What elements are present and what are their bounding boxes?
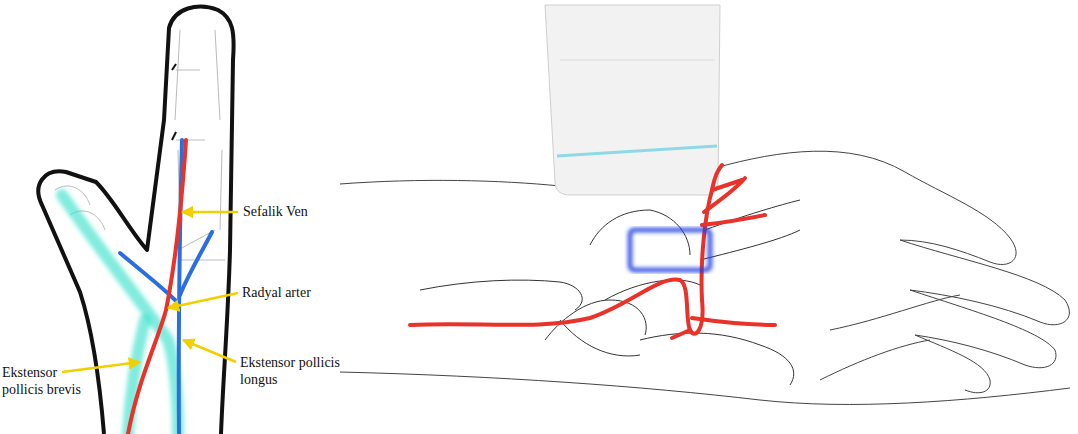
scan-area bbox=[630, 230, 710, 270]
hand-sketch bbox=[38, 7, 238, 434]
ultrasound-probe bbox=[545, 5, 720, 195]
anatomy-label: Ekstensor pollicis longus bbox=[240, 354, 350, 388]
radial-artery-wrist bbox=[410, 165, 775, 338]
anatomy-label: Sefalik Ven bbox=[243, 203, 353, 220]
anatomy-label: Ekstensor pollicis brevis bbox=[2, 364, 97, 398]
anatomy-label: Radyal arter bbox=[242, 284, 352, 301]
